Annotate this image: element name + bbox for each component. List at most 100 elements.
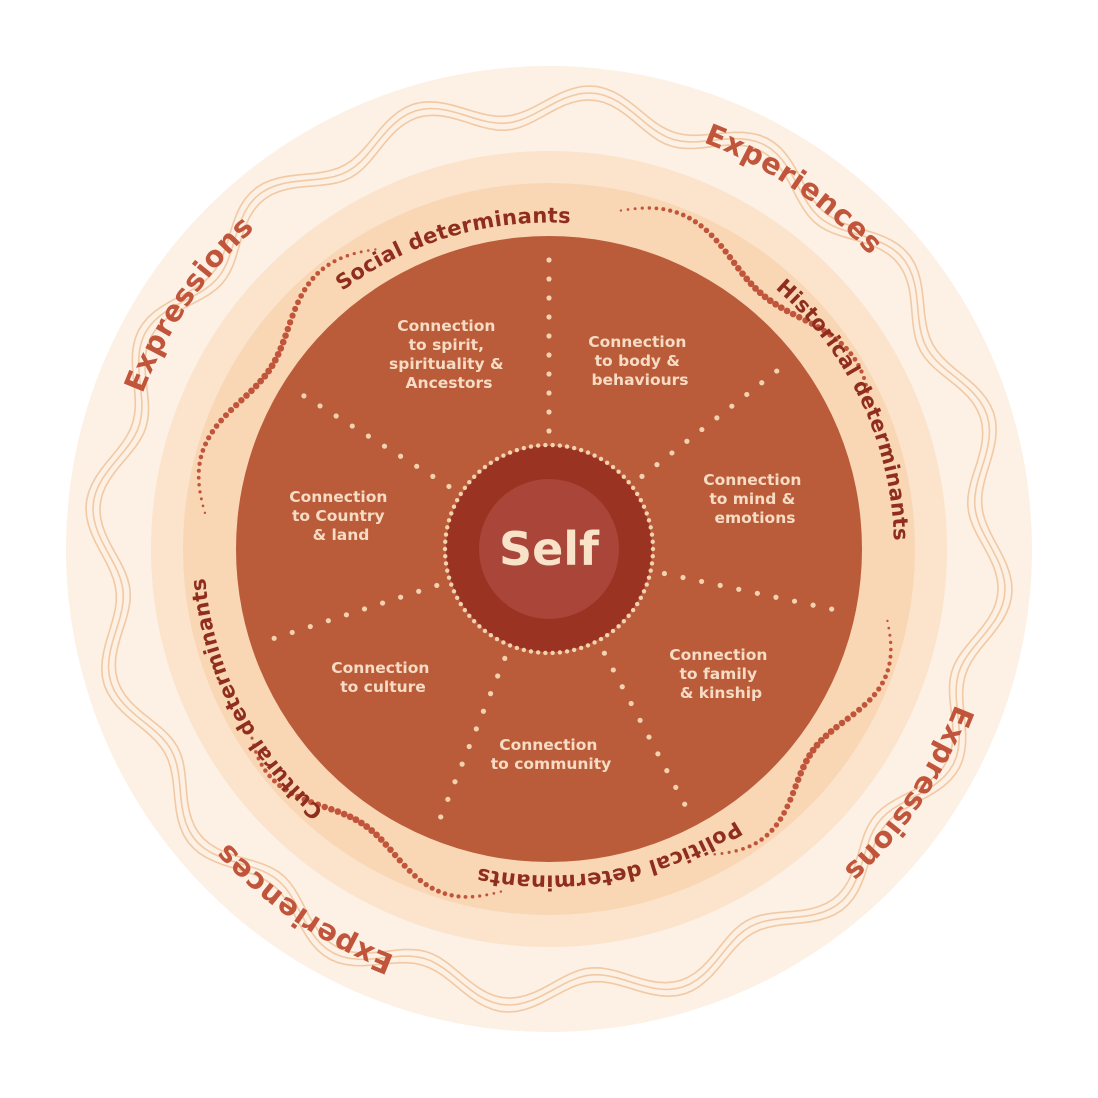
trail-dot [698, 223, 704, 229]
trail-dot [308, 799, 315, 806]
self-border-dot [446, 575, 452, 580]
trail-dot [756, 289, 764, 297]
trail-dot [256, 756, 261, 761]
spoke-dot [343, 612, 350, 618]
trail-dot [866, 697, 873, 703]
self-border-dot [641, 504, 647, 509]
trail-dot [772, 300, 779, 308]
self-border-dot [528, 444, 534, 449]
trail-dot [391, 851, 399, 859]
spoke-dot [791, 598, 798, 604]
trail-dot [759, 837, 764, 842]
segment-label-community: Connection to community [491, 736, 612, 773]
spoke-dot [729, 403, 735, 409]
trail-dot [366, 249, 370, 252]
trail-dot [808, 320, 815, 327]
trail-dot [332, 259, 337, 264]
spoke-dot [736, 586, 742, 592]
self-border-dot [557, 443, 563, 448]
segment-label-country: Connection to Country & land [289, 488, 393, 544]
self-border-dot [550, 650, 555, 656]
trail-dot [827, 331, 834, 338]
trail-dot [813, 741, 821, 749]
trail-dot [781, 810, 787, 816]
self-border-dot [635, 491, 640, 497]
trail-dot [267, 773, 273, 779]
trail-dot [769, 827, 775, 833]
spoke-dot [349, 423, 355, 429]
spoke-dot [714, 415, 720, 421]
spoke-dot [307, 623, 313, 630]
trail-dot [848, 351, 854, 357]
trail-dot [374, 248, 377, 251]
trail-dot [856, 706, 863, 713]
self-border-dot [650, 539, 655, 544]
trail-dot [692, 219, 698, 225]
spoke-dot [301, 393, 307, 399]
spoke-dot [646, 734, 652, 740]
trail-dot [301, 287, 308, 293]
trail-dot [213, 423, 220, 429]
spoke-dot [637, 717, 643, 723]
spoke-dot [717, 582, 723, 588]
spoke-dot [487, 691, 494, 697]
spoke-dot [546, 428, 552, 434]
trail-dot [761, 293, 769, 301]
trail-dot [288, 790, 295, 797]
trail-dot [198, 490, 202, 494]
trail-dot [850, 711, 857, 718]
trail-dot [334, 808, 342, 815]
trail-dot [764, 832, 770, 838]
spoke-dot [546, 314, 552, 320]
trail-dot [792, 783, 799, 790]
trail-dot [250, 736, 254, 740]
trail-dot [203, 511, 207, 515]
wave-line [85, 85, 1013, 1013]
trail-dot [292, 305, 299, 312]
self-border-dot [644, 582, 649, 587]
trail-dot [259, 762, 264, 767]
trail-dot [739, 270, 746, 278]
spoke-dot [546, 352, 552, 358]
trail-dot [456, 894, 461, 899]
self-border-dot [443, 539, 448, 544]
trail-dot [802, 317, 809, 324]
trail-dot [492, 892, 496, 895]
trail-dot [777, 304, 785, 312]
self-border-dot [445, 525, 450, 530]
self-border-dot [646, 518, 652, 523]
trail-dot [499, 890, 503, 893]
self-border-dot [471, 619, 477, 624]
trail-dot [254, 750, 258, 754]
self-border-dot [454, 497, 460, 503]
trail-dot [809, 746, 817, 754]
trail-dot [286, 319, 294, 326]
self-border-dot [543, 650, 548, 656]
trail-dot [338, 256, 343, 261]
self-border-dot [644, 511, 649, 516]
spoke-dot [398, 594, 404, 600]
trail-dot [796, 314, 803, 321]
trail-dot [806, 752, 813, 759]
trail-dot [326, 262, 331, 267]
trail-dot [346, 813, 354, 821]
trail-dot [879, 680, 885, 686]
spoke-dot [684, 438, 690, 444]
self-border-dot [650, 554, 655, 559]
wave-line [99, 99, 999, 999]
self-border-dot [650, 546, 656, 552]
trail-dot [417, 877, 424, 884]
spoke-dot [655, 751, 661, 757]
self-border-dot [638, 595, 644, 601]
self-dotted-border [442, 442, 656, 656]
trail-dot [345, 253, 350, 258]
trail-dot [196, 475, 201, 480]
self-border-dot [585, 643, 591, 648]
trail-dot [382, 841, 390, 848]
self-border-dot [578, 645, 584, 651]
trail-dot [817, 737, 825, 744]
trail-dot [359, 250, 363, 254]
determinant-dot-trails [196, 206, 893, 899]
self-border-dot [458, 601, 463, 607]
trail-dot [626, 208, 630, 211]
